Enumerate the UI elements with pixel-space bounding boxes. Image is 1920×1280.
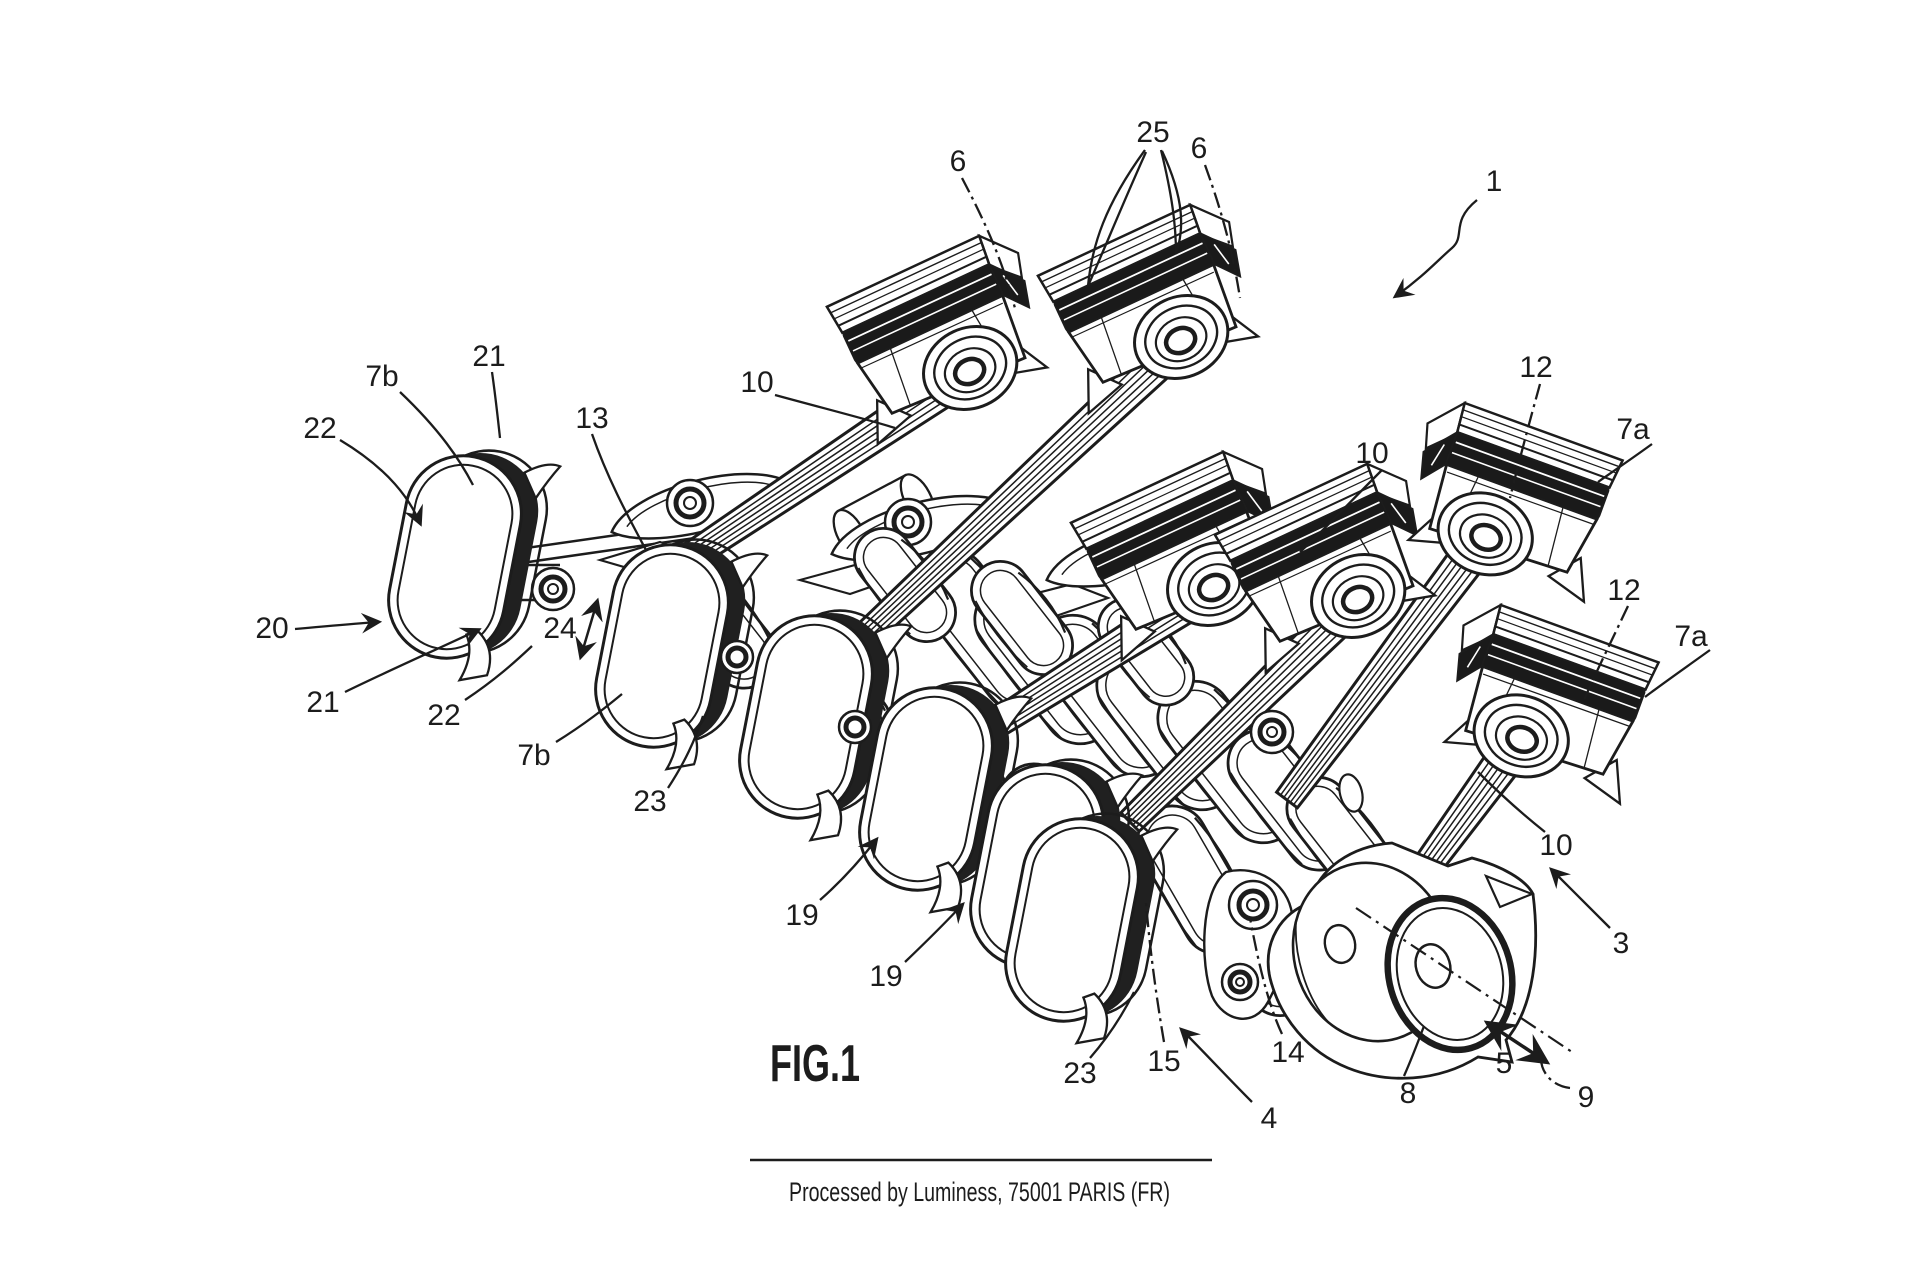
svg-text:23: 23	[1063, 1057, 1096, 1090]
svg-text:19: 19	[869, 960, 902, 993]
svg-text:8: 8	[1400, 1077, 1417, 1110]
svg-text:20: 20	[255, 612, 288, 645]
svg-text:6: 6	[950, 145, 967, 178]
svg-text:7b: 7b	[365, 360, 398, 393]
svg-text:Processed by Luminess, 75001 P: Processed by Luminess, 75001 PARIS (FR)	[789, 1177, 1170, 1207]
svg-text:15: 15	[1147, 1045, 1180, 1078]
svg-text:25: 25	[1136, 116, 1169, 149]
svg-text:23: 23	[633, 785, 666, 818]
svg-text:5: 5	[1496, 1047, 1513, 1080]
svg-text:7a: 7a	[1674, 620, 1708, 653]
svg-text:13: 13	[575, 402, 608, 435]
svg-text:21: 21	[306, 686, 339, 719]
svg-text:10: 10	[1539, 829, 1572, 862]
svg-text:24: 24	[543, 612, 576, 645]
svg-text:4: 4	[1261, 1102, 1278, 1135]
svg-text:6: 6	[1191, 132, 1208, 165]
svg-text:14: 14	[1271, 1036, 1304, 1069]
svg-text:19: 19	[785, 899, 818, 932]
svg-text:FIG.1: FIG.1	[770, 1035, 860, 1093]
svg-text:1: 1	[1486, 165, 1503, 198]
svg-text:9: 9	[1578, 1081, 1595, 1114]
svg-text:3: 3	[1613, 927, 1630, 960]
svg-text:10: 10	[1355, 437, 1388, 470]
svg-text:22: 22	[427, 699, 460, 732]
svg-text:22: 22	[303, 412, 336, 445]
svg-text:12: 12	[1607, 574, 1640, 607]
svg-text:7a: 7a	[1616, 413, 1650, 446]
svg-text:7b: 7b	[517, 739, 550, 772]
svg-text:10: 10	[740, 366, 773, 399]
svg-text:12: 12	[1519, 351, 1552, 384]
svg-text:21: 21	[472, 340, 505, 373]
